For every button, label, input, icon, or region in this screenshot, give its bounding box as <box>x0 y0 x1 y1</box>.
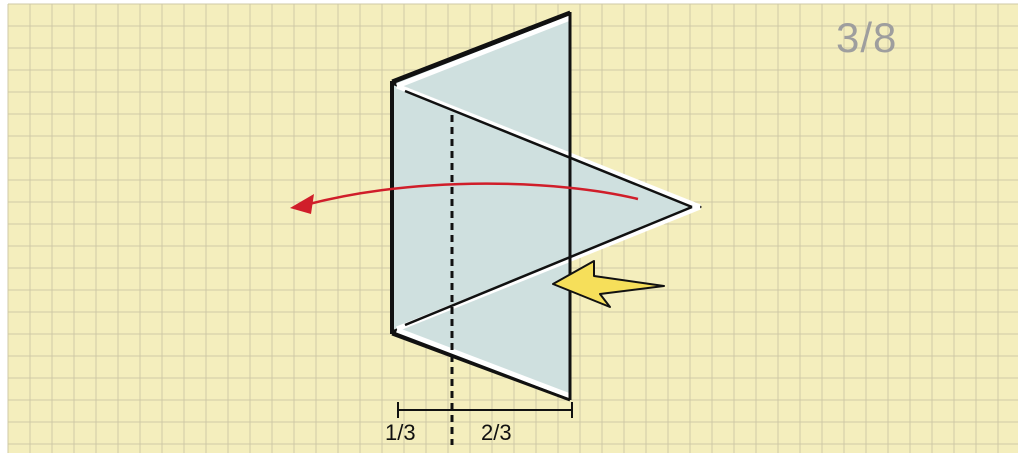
step-indicator: 3/8 <box>836 14 898 61</box>
paper-edge-flap-top <box>396 83 701 210</box>
curved-arrow-left-icon <box>304 182 639 207</box>
flap-outline-top <box>404 89 693 209</box>
paper-edge-top <box>396 15 571 89</box>
paper-outline-bottom <box>391 332 571 402</box>
pointer-arrow-icon <box>552 260 665 308</box>
flap-outline-bottom <box>404 205 693 327</box>
graph-paper-grid <box>7 3 1018 453</box>
measure-label-two-thirds: 2/3 <box>481 420 512 445</box>
measure-label-one-third: 1/3 <box>385 420 416 445</box>
arrow-head-icon <box>290 194 314 214</box>
paper-outline-top <box>391 10 571 83</box>
paper-edge-bottom <box>396 327 571 399</box>
